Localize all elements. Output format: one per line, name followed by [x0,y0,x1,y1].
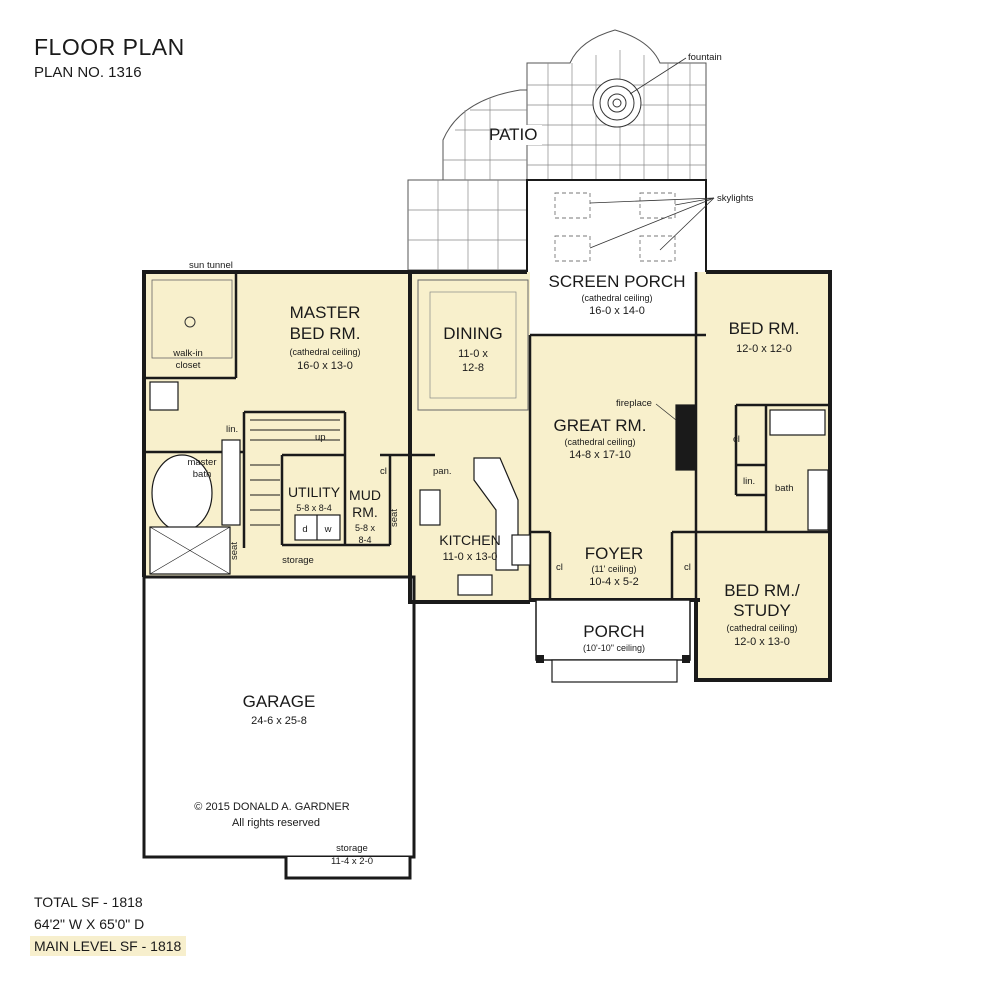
porch-area [535,599,691,683]
great-room-note: (cathedral ceiling) [564,437,635,447]
master-bath-label-1: master [187,457,216,468]
copyright-line-2: All rights reserved [232,817,320,829]
copyright-line-1: © 2015 DONALD A. GARDNER [194,801,349,813]
master-bath-label-2: bath [193,469,212,480]
master-dims: 16-0 x 13-0 [297,360,353,372]
study-dims: 12-0 x 13-0 [734,636,790,648]
fountain-label: fountain [688,52,722,63]
washer-label: w [324,524,332,535]
stairs-up-label: up [315,432,326,443]
foyer-label: FOYER [585,544,644,563]
garage-storage-dims: 11-4 x 2-0 [331,856,373,867]
garage-area [142,575,416,859]
total-sf: TOTAL SF - 1818 [34,894,143,910]
great-room-dims: 14-8 x 17-10 [569,449,631,461]
mud-room-label-1: MUD [349,487,381,503]
bedroom-label: BED RM. [729,319,800,338]
utility-label: UTILITY [288,484,341,500]
dryer-label: d [302,524,307,535]
fireplace-label: fireplace [616,398,652,409]
foyer-dims: 10-4 x 5-2 [589,576,639,588]
plan-title: FLOOR PLAN [34,34,185,60]
plan-number: PLAN NO. 1316 [34,64,142,81]
study-note: (cathedral ceiling) [726,623,797,633]
study-label-2: STUDY [733,601,791,620]
master-note: (cathedral ceiling) [289,347,360,357]
screen-porch-note: (cathedral ceiling) [581,293,652,303]
mud-room-dims-1: 5-8 x [355,523,376,533]
porch-note: (10'-10" ceiling) [583,643,645,653]
bedroom-dims: 12-0 x 12-0 [736,343,792,355]
study-closet-label: cl [684,562,691,573]
utility-dims: 5-8 x 8-4 [296,503,332,513]
master-linen-label: lin. [226,424,238,435]
storage-label: storage [282,555,314,566]
sun-tunnel-icon [184,316,196,328]
foyer-note: (11' ceiling) [591,564,636,574]
garage-storage-label: storage [336,843,368,854]
dining-dims-2: 12-8 [462,362,484,374]
stairs [250,419,340,526]
walkin-closet-label-1: walk-in [172,348,203,359]
screen-porch-dims: 16-0 x 14-0 [589,305,645,317]
study-label-1: BED RM./ [724,581,800,600]
mud-room-label-2: RM. [352,504,378,520]
bath-label: bath [775,483,794,494]
bedroom-closet-label: cl [733,434,740,445]
walkin-closet-label-2: closet [176,360,201,371]
garage-dims: 24-6 x 25-8 [251,715,307,727]
screen-porch-area [526,179,707,336]
dining-dims-1: 11-0 x [458,348,488,360]
garage-label: GARAGE [243,692,316,711]
master-label-1: MASTER [290,303,361,322]
porch-label: PORCH [583,622,644,641]
main-level-sf: MAIN LEVEL SF - 1818 [30,936,187,956]
hall-linen-label: lin. [743,476,755,487]
mud-closet-label: cl [380,466,387,477]
exterior-walls [142,270,832,682]
fixtures [149,279,829,596]
fountain-icon [592,78,642,128]
sun-tunnel-label: sun tunnel [189,260,233,271]
overall-dimensions: 64'2" W X 65'0" D [34,916,145,932]
pantry-label: pan. [433,466,452,477]
screen-porch-label: SCREEN PORCH [549,272,686,291]
dining-label: DINING [443,324,503,343]
kitchen-dims: 11-0 x 13-0 [443,551,498,563]
kitchen-label: KITCHEN [439,532,500,548]
master-label-2: BED RM. [290,324,361,343]
skylights-label: skylights [717,193,754,204]
great-room-label: GREAT RM. [554,416,647,435]
mud-room-dims-2: 8-4 [358,535,371,545]
patio-label: PATIO [489,125,538,144]
foyer-closet-label: cl [556,562,563,573]
master-seat-label: seat [229,542,240,560]
mud-seat-label: seat [389,509,400,527]
